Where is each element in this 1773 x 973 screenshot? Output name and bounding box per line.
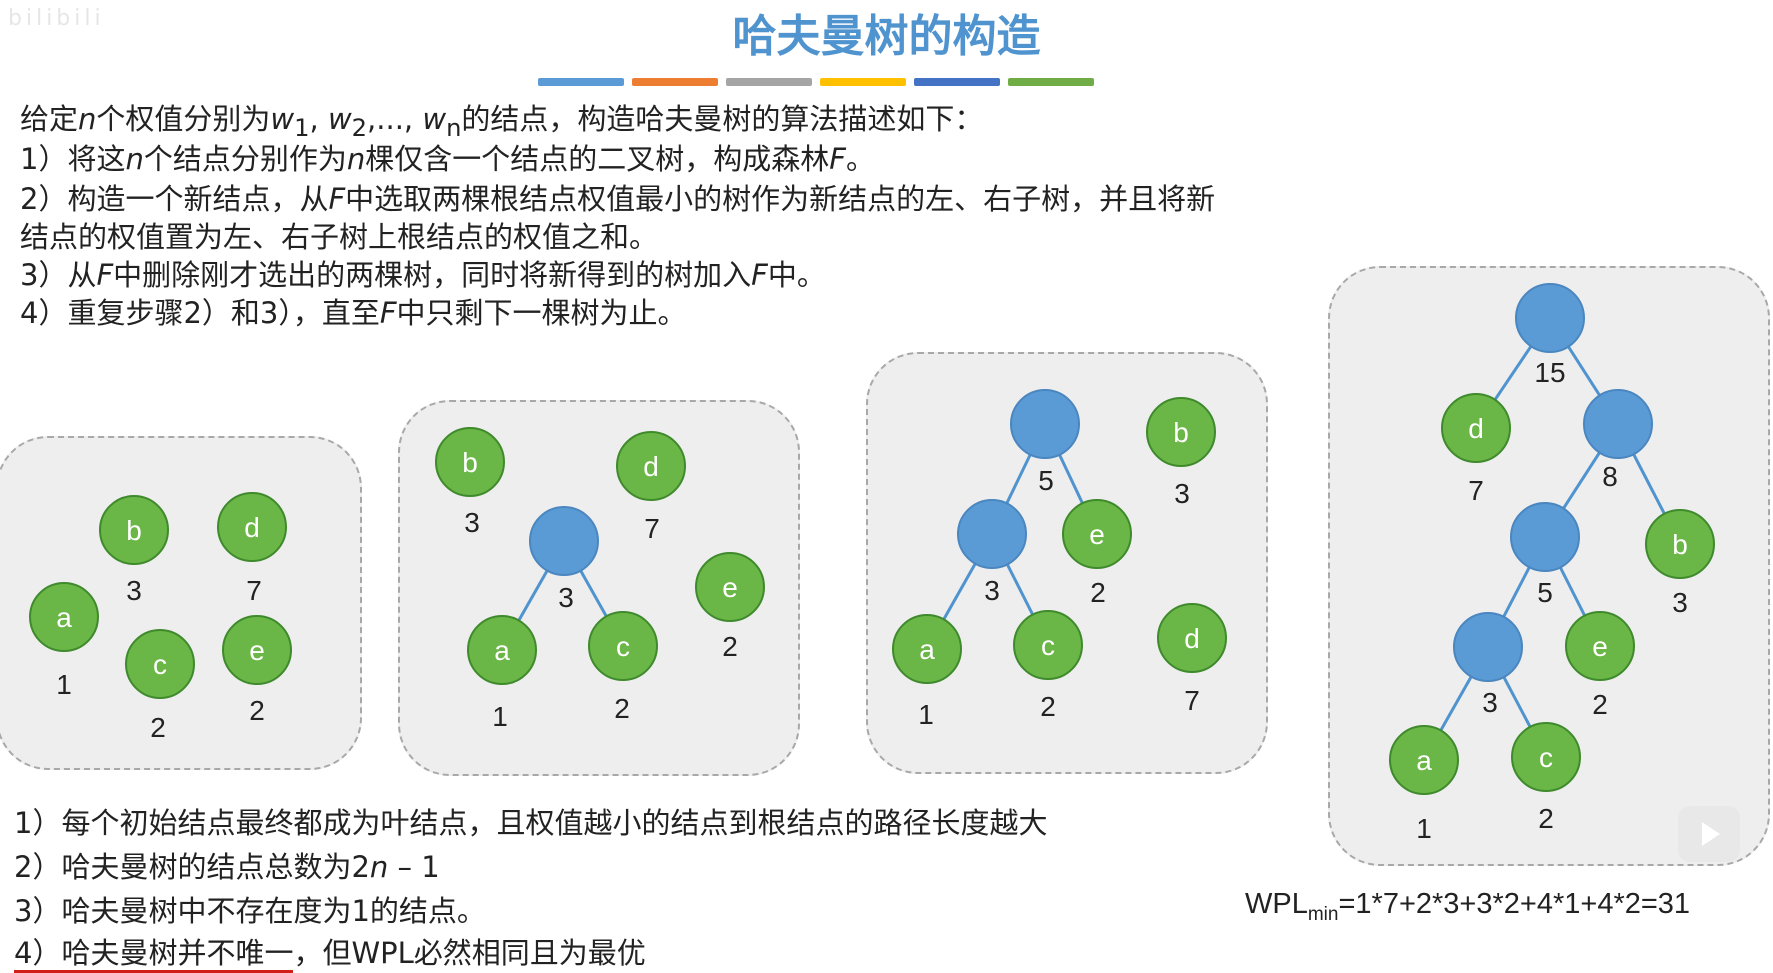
node-weight: 2: [150, 712, 166, 743]
node-weight: 1: [492, 701, 508, 732]
node-label: c: [1041, 630, 1055, 661]
node-label: c: [616, 631, 630, 662]
node-label: d: [643, 451, 659, 482]
node-label: e: [722, 572, 738, 603]
node-label: a: [494, 635, 510, 666]
node-label: d: [244, 512, 260, 543]
node-weight: 7: [1184, 685, 1200, 716]
play-button[interactable]: [1678, 806, 1740, 862]
internal-node: [1453, 612, 1523, 682]
node-label: e: [249, 635, 265, 666]
node-weight: 3: [126, 575, 142, 606]
watermark-logo: bilibili: [8, 6, 105, 31]
node-weight: 2: [614, 693, 630, 724]
wpl-formula: WPLmin=1*7+2*3+3*2+4*1+4*2=31: [1245, 888, 1691, 925]
node-weight: 15: [1534, 357, 1565, 388]
underlined-phrase: 4）哈夫曼树并不唯一: [14, 936, 294, 973]
node-label: b: [1173, 417, 1189, 448]
node-weight: 3: [1672, 587, 1688, 618]
node-label: c: [1539, 742, 1553, 773]
forest-panel-initial: [0, 436, 362, 770]
root-node: [1515, 283, 1585, 353]
property-1: 1）每个初始结点最终都成为叶结点，且权值越小的结点到根结点的路径长度越大: [14, 806, 1048, 840]
node-weight: 2: [1538, 803, 1554, 834]
accent-segment: [632, 78, 718, 86]
node-label: b: [126, 515, 142, 546]
node-weight: 3: [558, 582, 574, 613]
leaf-node-d: [217, 492, 287, 562]
leaf-node-b: [99, 495, 169, 565]
node-weight: 2: [1090, 577, 1106, 608]
node-weight: 2: [722, 631, 738, 662]
leaf-node-b: [1146, 397, 1216, 467]
internal-node: [1010, 389, 1080, 459]
leaf-node-d: [1157, 603, 1227, 673]
algorithm-step-4: 4）重复步骤2）和3），直至F中只剩下一棵树为止。: [20, 296, 687, 330]
property-4: 4）哈夫曼树并不唯一，但WPL必然相同且为最优: [14, 930, 646, 973]
leaf-node-a: [892, 614, 962, 684]
leaf-node-e: [1565, 611, 1635, 681]
algorithm-step-3: 3）从F中删除刚才选出的两棵树，同时将新得到的树加入F中。: [20, 258, 826, 292]
node-label: a: [56, 602, 72, 633]
leaf-node-a: [29, 582, 99, 652]
node-weight: 3: [464, 507, 480, 538]
node-weight: 2: [1592, 689, 1608, 720]
node-weight: 5: [1537, 577, 1553, 608]
node-weight: 3: [1174, 478, 1190, 509]
accent-segment: [914, 78, 1000, 86]
node-weight: 8: [1602, 461, 1618, 492]
accent-color-bar: [538, 78, 1094, 86]
node-label: d: [1468, 413, 1484, 444]
node-weight: 1: [918, 699, 934, 730]
node-weight: 2: [249, 695, 265, 726]
node-weight: 1: [56, 669, 72, 700]
leaf-node-c: [125, 629, 195, 699]
node-label: b: [1672, 529, 1688, 560]
internal-node: [1510, 502, 1580, 572]
play-icon: [1702, 822, 1720, 846]
intro-line: 给定n个权值分别为w1, w2,..., wn的结点，构造哈夫曼树的算法描述如下…: [20, 102, 984, 142]
node-label: a: [1416, 745, 1432, 776]
leaf-node-d: [1441, 393, 1511, 463]
node-weight: 7: [644, 513, 660, 544]
accent-segment: [1008, 78, 1094, 86]
node-label: b: [462, 447, 478, 478]
algorithm-step-2: 2）构造一个新结点，从F中选取两棵根结点权值最小的树作为新结点的左、右子树，并且…: [20, 182, 1216, 216]
page-title: 哈夫曼树的构造: [732, 11, 1041, 62]
algorithm-step-2-cont: 结点的权值置为左、右子树上根结点的权值之和。: [20, 220, 659, 254]
node-weight: 1: [1416, 813, 1432, 844]
leaf-node-e: [222, 615, 292, 685]
node-weight: 5: [1038, 465, 1054, 496]
node-label: a: [919, 634, 935, 665]
algorithm-step-1: 1）将这n个结点分别作为n棵仅含一个结点的二叉树，构成森林F。: [20, 142, 875, 176]
node-label: d: [1184, 623, 1200, 654]
leaf-node-e: [695, 552, 765, 622]
leaf-node-c: [1511, 722, 1581, 792]
accent-segment: [726, 78, 812, 86]
node-weight: 2: [1040, 691, 1056, 722]
node-weight: 7: [1468, 475, 1484, 506]
node-label: e: [1592, 631, 1608, 662]
internal-node: [529, 506, 599, 576]
leaf-node-d: [616, 431, 686, 501]
node-weight: 3: [984, 575, 1000, 606]
leaf-node-a: [467, 615, 537, 685]
leaf-node-b: [435, 427, 505, 497]
accent-segment: [820, 78, 906, 86]
property-2: 2）哈夫曼树的结点总数为2n – 1: [14, 850, 440, 884]
internal-node: [957, 499, 1027, 569]
leaf-node-c: [1013, 610, 1083, 680]
leaf-node-c: [588, 611, 658, 681]
property-3: 3）哈夫曼树中不存在度为1的结点。: [14, 894, 486, 928]
node-label: e: [1089, 519, 1105, 550]
node-label: c: [153, 649, 167, 680]
accent-segment: [538, 78, 624, 86]
leaf-node-b: [1645, 509, 1715, 579]
leaf-node-a: [1389, 725, 1459, 795]
internal-node: [1583, 389, 1653, 459]
node-weight: 3: [1482, 687, 1498, 718]
node-weight: 7: [246, 575, 262, 606]
leaf-node-e: [1062, 499, 1132, 569]
